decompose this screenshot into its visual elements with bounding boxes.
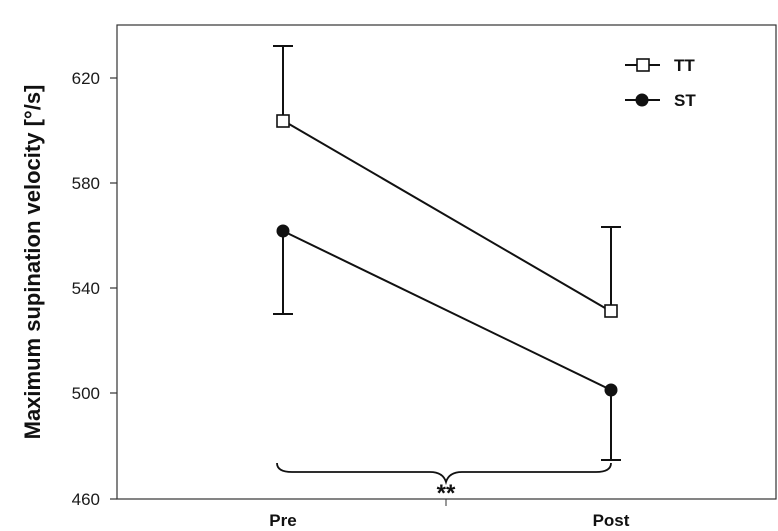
data-point-open-square xyxy=(276,114,290,128)
data-point-filled-circle xyxy=(276,224,290,238)
legend-label-tt: TT xyxy=(674,56,695,75)
x-label-post: Post xyxy=(593,511,630,530)
significance-brace xyxy=(276,462,612,486)
legend-open-square-icon xyxy=(636,58,650,72)
legend-filled-circle-icon xyxy=(635,93,649,107)
data-point-open-square xyxy=(604,304,618,318)
y-axis-title: Maximum supination velocity [°/s] xyxy=(20,85,45,440)
plot-frame xyxy=(116,24,777,500)
legend-label-st: ST xyxy=(674,91,696,110)
y-tick-label: 540 xyxy=(72,279,100,298)
data-point-filled-circle xyxy=(604,383,618,397)
series-st xyxy=(273,224,621,461)
y-tick-label: 580 xyxy=(72,174,100,193)
significance-marker: ** xyxy=(437,480,456,507)
y-axis: 620 580 540 500 460 Maximum supination v… xyxy=(20,69,117,509)
y-tick-label: 620 xyxy=(72,69,100,88)
series-tt xyxy=(273,45,621,318)
legend: TT ST xyxy=(625,56,696,110)
y-tick-label: 500 xyxy=(72,384,100,403)
y-tick-label: 460 xyxy=(72,490,100,509)
series-line xyxy=(282,230,612,391)
x-label-pre: Pre xyxy=(269,511,296,530)
series-line xyxy=(288,123,606,309)
